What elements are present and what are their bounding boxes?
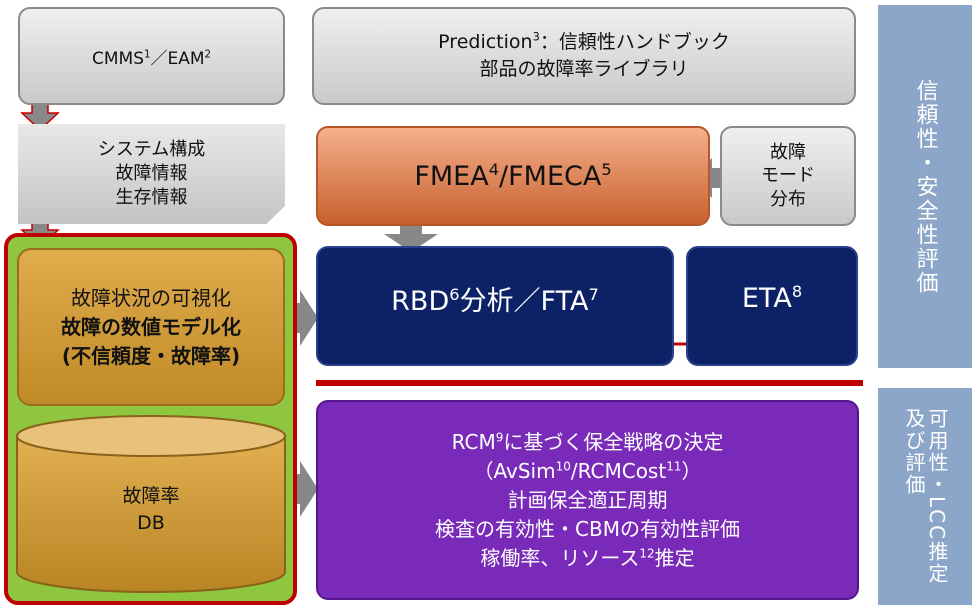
cmms-eam-box: CMMS1／EAM2 [18, 7, 285, 105]
eta-label: ETA8 [741, 281, 803, 314]
arrow-fmea-to-rbd [384, 224, 438, 252]
rcm-line1: RCM9に基づく保全戦略の決定 [451, 429, 724, 454]
rcm-line3: 計画保全適正周期 [507, 487, 668, 512]
visualization-line1: 故障状況の可視化 [71, 285, 231, 310]
failure-mode-line3: 分布 [770, 188, 806, 210]
side-reliability-text: 信頼性・安全性評価 [912, 78, 938, 295]
db-line2: DB [137, 512, 165, 534]
rcm-line4: 検査の有効性・CBMの有効性評価 [435, 516, 740, 541]
survival-info-line: 生存情報 [115, 187, 188, 209]
failure-mode-line2: モード [761, 165, 815, 187]
prediction-line1: Prediction3：信頼性ハンドブック [438, 30, 730, 54]
rbd-fta-box: RBD6分析／FTA7 [316, 246, 674, 366]
arrow-mode-to-fmea [692, 158, 728, 198]
side-label-availability: 可用性・LCC推定 及び評価 [878, 388, 972, 605]
prediction-line2: 部品の故障率ライブラリ [479, 58, 689, 80]
visualization-line3: (不信頼度・故障率) [61, 343, 241, 368]
visualization-line2: 故障の数値モデル化 [61, 314, 241, 339]
eta-box: ETA8 [686, 246, 858, 366]
side-availability-text: 可用性・LCC推定 及び評価 [902, 407, 949, 586]
failure-rate-db-label: 故障率 DB [17, 470, 285, 550]
system-line: システム構成 [97, 138, 206, 160]
system-info-box: システム構成 故障情報 生存情報 [18, 124, 285, 224]
failure-mode-box: 故障 モード 分布 [720, 126, 856, 226]
rcm-line5: 稼働率、リソース12推定 [480, 545, 695, 570]
visualization-box: 故障状況の可視化 故障の数値モデル化 (不信頼度・故障率) [17, 248, 285, 406]
failure-rate-db-icon [16, 415, 286, 593]
fmea-label: FMEA4/FMECA5 [414, 159, 612, 192]
failure-info-line: 故障情報 [115, 162, 188, 184]
rbd-fta-label: RBD6分析／FTA7 [391, 284, 599, 317]
fmea-box: FMEA4/FMECA5 [316, 126, 710, 226]
prediction-box: Prediction3：信頼性ハンドブック 部品の故障率ライブラリ [312, 7, 856, 105]
arrow-db-to-rcm [292, 461, 318, 517]
db-line1: 故障率 [122, 485, 180, 508]
arrow-visual-to-rbd [292, 290, 318, 346]
rcm-box: RCM9に基づく保全戦略の決定 （AvSim10/RCMCost11） 計画保全… [316, 400, 859, 600]
section-divider [316, 380, 863, 386]
rcm-line2: （AvSim10/RCMCost11） [473, 458, 702, 483]
side-label-reliability: 信頼性・安全性評価 [878, 5, 972, 368]
failure-mode-line1: 故障 [770, 141, 806, 163]
cmms-eam-label: CMMS1／EAM2 [91, 48, 211, 69]
